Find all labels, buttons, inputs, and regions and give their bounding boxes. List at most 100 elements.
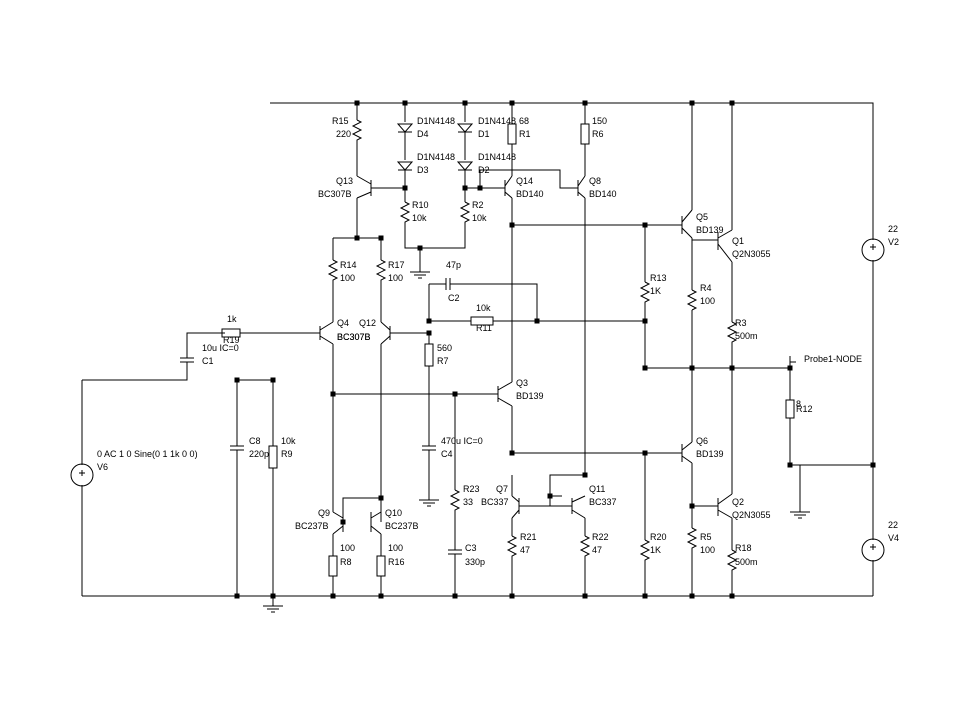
r22-body <box>579 535 591 558</box>
r11-body <box>470 316 494 326</box>
component-label: R11 <box>476 323 492 333</box>
d1-symbol <box>456 123 474 133</box>
component-label: R8 <box>340 557 352 567</box>
junction-dot <box>509 100 515 106</box>
junction-dot <box>452 391 458 397</box>
q13-symbol <box>356 175 376 199</box>
component-label: R23 <box>463 484 480 494</box>
component-label: 100 <box>388 273 403 283</box>
r3-body <box>726 321 738 344</box>
junction-dot <box>870 462 876 468</box>
q1-symbol <box>717 229 733 263</box>
r20-body <box>639 539 651 562</box>
component-label: BD139 <box>516 391 544 401</box>
component-label: Q5 <box>696 212 708 222</box>
junction-dot <box>582 472 588 478</box>
r5-body <box>686 527 698 550</box>
grounds <box>263 268 810 613</box>
v2-source <box>861 238 885 262</box>
junction-dot <box>689 100 695 106</box>
q12-symbol <box>380 321 404 345</box>
component-label: BC337 <box>589 497 617 507</box>
component-label: C3 <box>465 543 477 553</box>
component-label: BC307B <box>337 332 371 342</box>
junction-dot <box>689 365 695 371</box>
junction-dot <box>234 377 240 383</box>
junction-dot <box>426 330 432 336</box>
component-label: Q13 <box>336 176 353 186</box>
junction-dot <box>547 493 553 499</box>
component-label: C4 <box>441 449 453 459</box>
r10-body <box>399 201 411 224</box>
component-label: R14 <box>340 260 357 270</box>
component-label: Q8 <box>589 176 601 186</box>
ground-symbol <box>263 605 283 613</box>
junction-dot <box>402 100 408 106</box>
component-label: R21 <box>520 532 537 542</box>
c8-body <box>230 445 244 456</box>
junction-dot <box>462 100 468 106</box>
junction-dot <box>729 365 735 371</box>
component-label: V6 <box>97 462 108 472</box>
c4-body <box>422 445 436 456</box>
component-label: R17 <box>388 260 405 270</box>
component-label: 47 <box>520 545 530 555</box>
junction-dot <box>330 391 336 397</box>
component-label: R10 <box>412 200 429 210</box>
junction-dot <box>462 185 468 191</box>
junction-dot <box>378 593 384 599</box>
component-label: 22 <box>888 520 898 530</box>
junction-dot <box>582 100 588 106</box>
component-label: Q1 <box>732 236 744 246</box>
component-label: V4 <box>888 533 899 543</box>
v4-source <box>861 538 885 562</box>
wires <box>81 102 874 606</box>
component-label: BC237B <box>385 521 419 531</box>
component-label: 22 <box>888 224 898 234</box>
component-label: BC307B <box>318 189 352 199</box>
junction-dot <box>509 450 515 456</box>
probe-marker <box>789 356 796 363</box>
junction-dot <box>270 593 276 599</box>
junction-dot <box>270 377 276 383</box>
component-label: Q2 <box>732 497 744 507</box>
component-label: R4 <box>700 283 712 293</box>
q14-symbol <box>504 175 513 199</box>
component-label: R5 <box>700 532 712 542</box>
component-label: R19 <box>223 335 240 345</box>
d3-symbol <box>396 161 414 171</box>
v6-source <box>70 463 94 487</box>
component-label: 10u IC=0 <box>202 343 239 353</box>
junction-dot <box>642 450 648 456</box>
r14-body <box>327 259 339 282</box>
d2-symbol <box>456 161 474 171</box>
q4-symbol <box>319 321 334 345</box>
r2-body <box>459 201 471 224</box>
component-label: Q10 <box>385 508 402 518</box>
component-label: 0 AC 1 0 Sine(0 1 1k 0 0) <box>97 449 198 459</box>
component-label: Q3 <box>516 378 528 388</box>
component-label: 10k <box>412 213 427 223</box>
component-label: D1N4148 <box>417 116 455 126</box>
component-label: 100 <box>340 273 355 283</box>
component-label: 1K <box>650 286 661 296</box>
component-label: 33 <box>463 497 473 507</box>
component-label: 47p <box>446 260 461 270</box>
component-label: 68 <box>519 116 529 126</box>
component-label: Q9 <box>318 508 330 518</box>
component-label: R20 <box>650 532 667 542</box>
component-labels: R15220D1N4148D4D1N4148D168R1150R6D1N4148… <box>97 116 899 567</box>
ground-symbol <box>419 499 439 507</box>
component-label: D1N4148 <box>478 116 516 126</box>
component-label: Q4 <box>337 318 349 328</box>
component-label: R1 <box>519 129 531 139</box>
component-label: 8 <box>796 399 801 409</box>
r15-body <box>351 119 363 142</box>
component-label: Q12 <box>359 318 376 328</box>
junction-dot <box>582 593 588 599</box>
junction-dot <box>729 593 735 599</box>
component-label: D4 <box>417 129 429 139</box>
component-label: C8 <box>249 436 261 446</box>
c3-body <box>448 549 462 560</box>
